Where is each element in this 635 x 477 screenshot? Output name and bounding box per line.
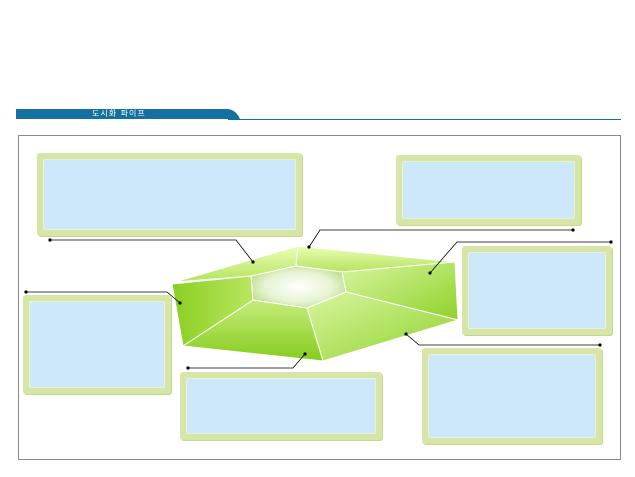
leader-bottom-center [188, 353, 306, 369]
leader-dot [598, 343, 602, 347]
callout-box-top-left [37, 153, 302, 236]
callout-box-bottom-right [422, 348, 602, 444]
callout-text-top-right [402, 161, 575, 219]
callout-text-top-left [43, 159, 296, 230]
header-band [16, 109, 621, 120]
leader-dot [404, 332, 408, 336]
leader-bottom-right [405, 333, 600, 346]
leader-dot [48, 238, 52, 242]
leader-right-upper [429, 241, 611, 274]
leader-dot [186, 366, 190, 370]
leader-dot [24, 290, 28, 294]
callout-text-left [29, 301, 165, 388]
callout-text-right-upper [468, 252, 606, 329]
leader-dot [428, 271, 432, 275]
leader-dot [571, 228, 575, 232]
callout-box-top-right [396, 155, 581, 225]
leader-top-right [308, 229, 573, 248]
leader-dot [609, 240, 613, 244]
leader-dot [178, 301, 182, 305]
page-title: 도시화 파이프 [92, 109, 146, 118]
callout-box-left [23, 295, 171, 394]
callout-text-bottom-center [186, 378, 376, 434]
leader-top-left [50, 239, 254, 263]
leader-dot [303, 352, 307, 356]
prism-center [250, 265, 347, 309]
prism [171, 245, 459, 362]
leader-left [26, 291, 181, 304]
diagram-frame [18, 135, 621, 460]
leader-dots [24, 228, 613, 370]
callout-box-right-upper [462, 246, 612, 335]
leader-lines [26, 229, 611, 369]
leader-dot [251, 260, 255, 264]
callout-box-bottom-center [180, 372, 382, 440]
callout-text-bottom-right [428, 354, 596, 438]
leader-dot [307, 245, 311, 249]
